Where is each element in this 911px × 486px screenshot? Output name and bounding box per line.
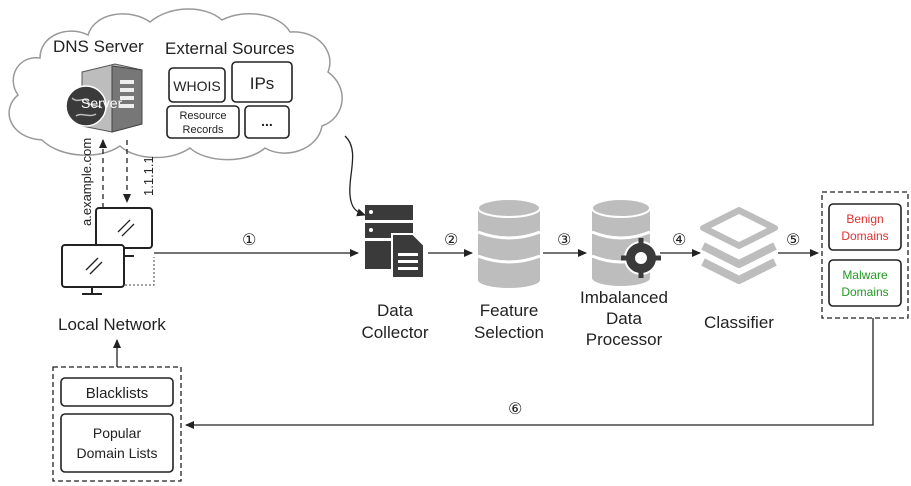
step6-arrow [185,318,874,429]
records-label: Records [183,124,224,136]
dns-response-label: 1.1.1.1 [141,156,156,196]
dns-server-label: DNS Server [53,37,144,56]
benign-label-1: Benign [846,212,883,226]
computer-icon [61,207,155,295]
whois-label: WHOIS [173,78,220,94]
resource-records-box [166,105,240,139]
imbalanced-label-3: Processor [586,330,663,349]
external-sources-label: External Sources [165,39,294,58]
popular-label-1: Popular [93,425,142,441]
whois-box [168,67,226,103]
ellipsis-box [244,105,290,139]
popular-label-2: Domain Lists [77,445,158,461]
feature-selection-icon [477,198,541,288]
server-badge: Server [81,95,123,111]
data-collector-icon [365,205,425,279]
ips-label: IPs [250,74,275,93]
malware-label-1: Malware [842,268,888,282]
imbalanced-label-1: Imbalanced [580,288,668,307]
popular-lists-box [60,413,174,473]
ellipsis-label: ... [261,113,273,129]
cloud-to-collector-arrow [344,135,366,217]
data-collector-label-2: Collector [361,323,428,342]
malware-label-2: Domains [841,285,888,299]
blacklists-box [60,377,174,407]
step2-label: ② [444,232,458,249]
imbalanced-processor-icon [591,198,661,286]
imbalanced-label-2: Data [606,309,642,328]
malware-box [828,259,902,307]
blacklists-label: Blacklists [86,385,149,402]
data-collector-label-1: Data [377,301,413,320]
server-icon [65,63,143,133]
step3-label: ③ [557,232,571,249]
classifier-label: Classifier [704,313,774,332]
step5-label: ⑤ [786,232,800,249]
step6-label: ⑥ [508,401,522,418]
benign-label-2: Domains [841,229,888,243]
dns-query-label: a.example.com [79,138,94,226]
feature-selection-label-2: Selection [474,323,544,342]
results-group [821,191,909,319]
resource-label: Resource [179,110,226,122]
feature-selection-label-1: Feature [480,301,539,320]
step1-label: ① [242,232,256,249]
ips-box [231,61,293,103]
classifier-icon [700,207,778,284]
local-network-label: Local Network [58,315,166,334]
step4-label: ④ [672,232,686,249]
benign-box [828,203,902,251]
